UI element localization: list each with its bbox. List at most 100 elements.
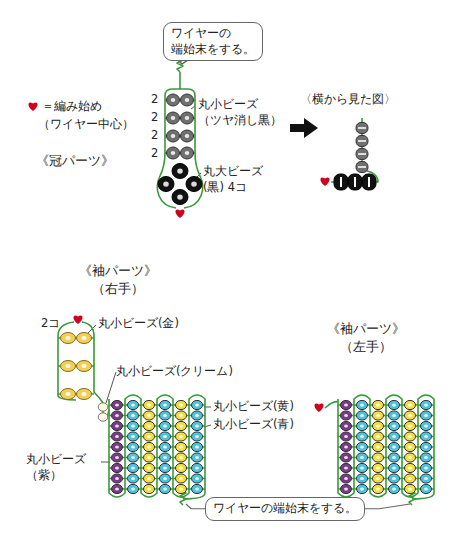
bead-hole: [177, 194, 183, 199]
bead: [167, 130, 180, 142]
bead-hole: [344, 414, 348, 417]
bead: [144, 442, 155, 451]
bead-hole: [131, 403, 135, 406]
bead: [357, 411, 368, 420]
callout-text: ワイヤーの端始末をする。: [213, 501, 357, 517]
bead: [176, 411, 187, 420]
bead: [356, 162, 368, 173]
part-label: 《袖パーツ》 （左手）: [327, 320, 405, 355]
bead: [341, 453, 352, 462]
wire: [338, 415, 434, 417]
bead-hole: [376, 445, 380, 448]
bead-hole: [195, 424, 199, 427]
bead: [98, 413, 108, 421]
bead: [128, 400, 139, 409]
bead-hole: [360, 456, 364, 459]
bead-hole: [358, 140, 366, 142]
wire: [109, 478, 205, 480]
part-label: 《袖パーツ》 （右手）: [79, 262, 157, 297]
bead-hole: [344, 403, 348, 406]
bead: [128, 484, 139, 493]
bead-hole: [344, 456, 348, 459]
part-label: 丸小ビーズ(青): [213, 417, 294, 433]
bead: [144, 484, 155, 493]
bead: [373, 442, 384, 451]
wire: [109, 425, 205, 427]
bead-hole: [344, 466, 348, 469]
start-heart: [314, 403, 323, 412]
bead-hole: [147, 414, 151, 417]
bead: [421, 421, 432, 430]
bead-hole: [185, 134, 190, 138]
bead: [421, 484, 432, 493]
bead-hole: [147, 445, 151, 448]
bead-hole: [424, 414, 428, 417]
bead: [61, 333, 76, 344]
bead-hole: [392, 424, 396, 427]
bead-hole: [185, 116, 190, 120]
bead-hole: [101, 416, 104, 419]
wire: [109, 488, 205, 490]
bead: [389, 421, 400, 430]
bead: [341, 474, 352, 483]
bead: [181, 112, 194, 124]
bead: [160, 421, 171, 430]
bead: [112, 453, 123, 462]
bead: [192, 463, 203, 472]
bead: [192, 484, 203, 493]
callout-pointers: [177, 59, 410, 509]
bead-hole: [360, 445, 364, 448]
bead-hole: [131, 424, 135, 427]
bead: [389, 484, 400, 493]
bead: [77, 361, 92, 372]
bead-hole: [131, 466, 135, 469]
bead-hole: [408, 414, 412, 417]
wire: [412, 493, 434, 499]
bead: [334, 174, 348, 190]
bead: [389, 474, 400, 483]
bead: [186, 177, 202, 192]
bead-hole: [376, 466, 380, 469]
bead-hole: [115, 466, 119, 469]
wire: [338, 478, 434, 480]
bead: [167, 147, 180, 159]
wire: [58, 322, 76, 400]
bead-hole: [179, 403, 183, 406]
bead-hole: [147, 466, 151, 469]
bead-hole: [358, 127, 366, 129]
bead-hole: [163, 487, 167, 490]
bead: [112, 411, 123, 420]
bead-hole: [179, 456, 183, 459]
bead: [144, 421, 155, 430]
bead-hole: [115, 424, 119, 427]
bead-hole: [360, 477, 364, 480]
bead: [192, 421, 203, 430]
bead: [373, 421, 384, 430]
bead-hole: [81, 392, 86, 396]
bead: [112, 484, 123, 493]
bead: [160, 442, 171, 451]
bead-hole: [424, 424, 428, 427]
bead: [373, 432, 384, 441]
bead-hole: [408, 424, 412, 427]
bead: [341, 463, 352, 472]
wire: [183, 493, 205, 499]
part-label: ＝編み始め: [42, 99, 102, 115]
bead: [357, 484, 368, 493]
beads: [61, 94, 432, 494]
bead-hole: [179, 435, 183, 438]
bead-hole: [115, 487, 119, 490]
bead: [112, 432, 123, 441]
wire: [109, 415, 205, 417]
bead: [192, 432, 203, 441]
callout-text: ワイヤーの 端始末をする。: [171, 26, 255, 57]
bead: [341, 411, 352, 420]
wire: [338, 436, 434, 438]
bead-hole: [354, 177, 356, 187]
bead: [341, 432, 352, 441]
marks: [28, 102, 329, 412]
bead-hole: [191, 181, 197, 186]
bead-hole: [376, 414, 380, 417]
bead-hole: [408, 456, 412, 459]
